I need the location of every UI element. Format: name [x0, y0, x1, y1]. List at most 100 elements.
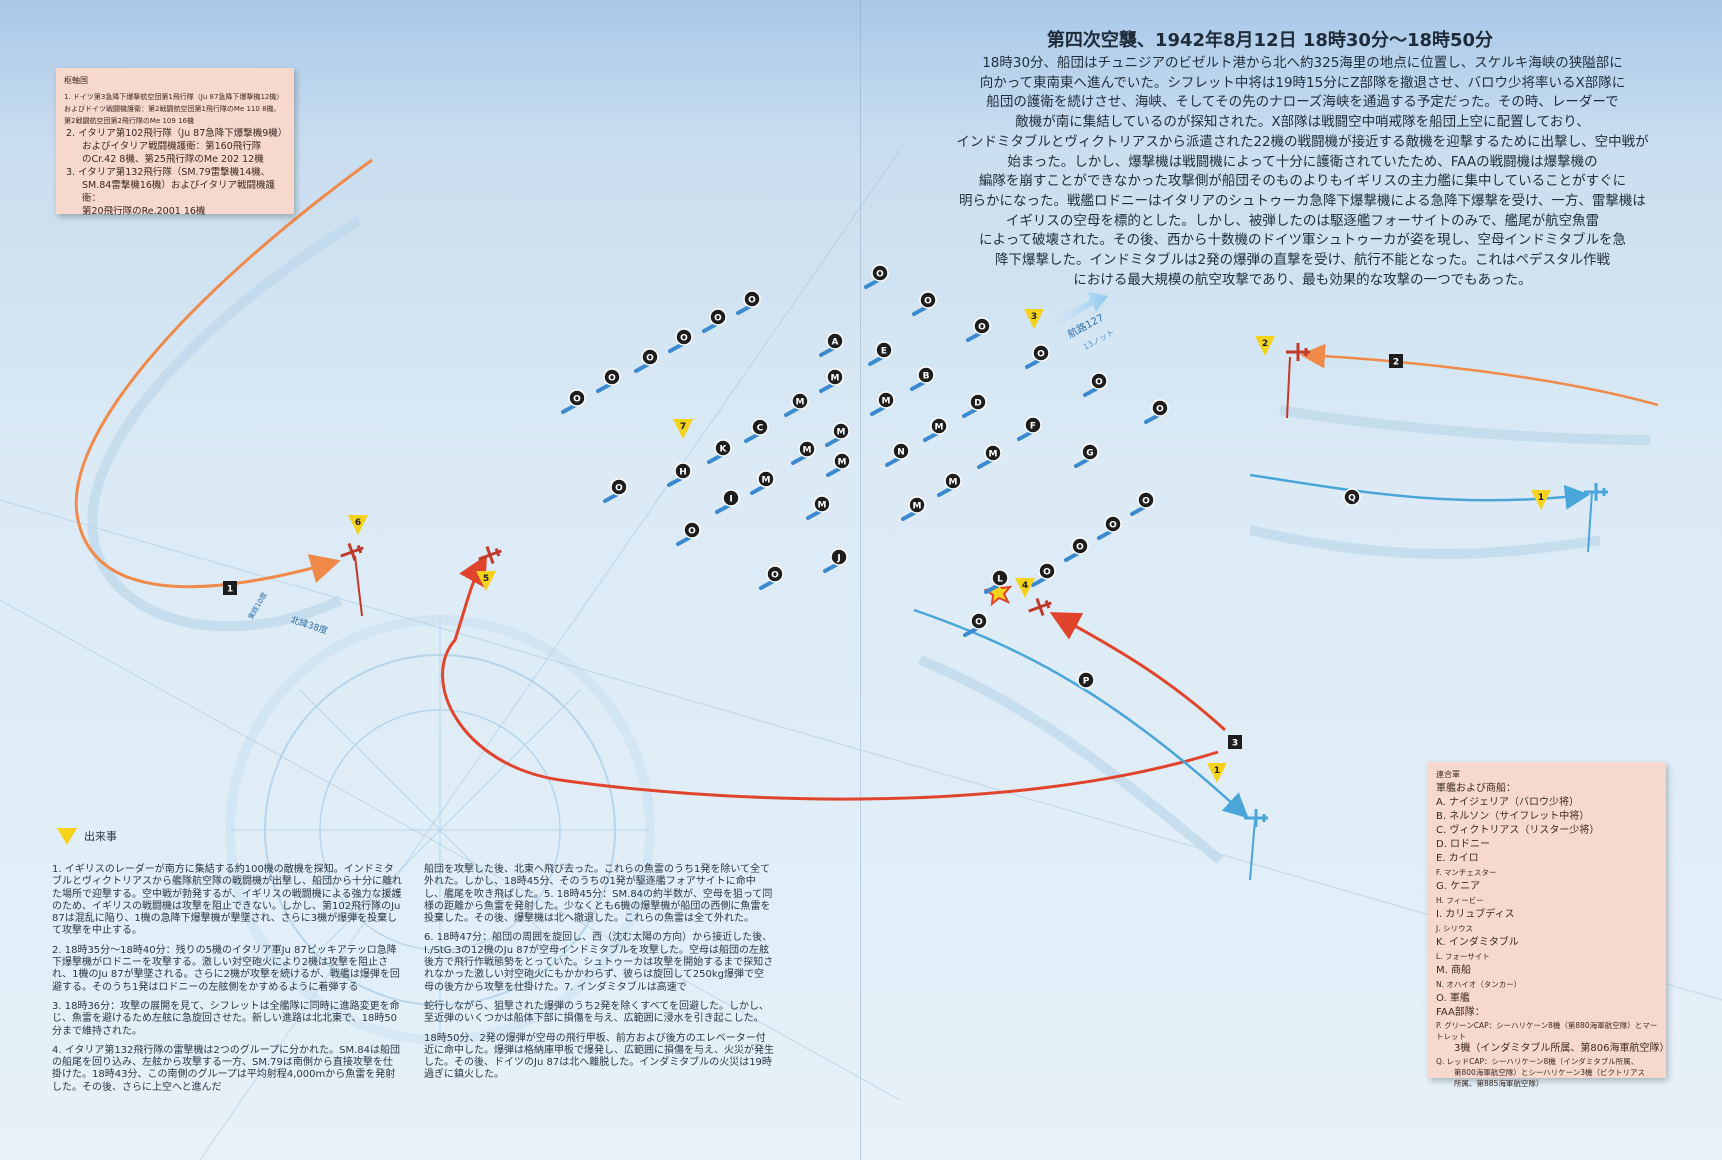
ship-o: O: [603, 478, 628, 503]
axis-legend-item-3c: 第20飛行隊のRe.2001 16機: [82, 206, 206, 217]
ship-a: A: [819, 332, 844, 357]
svg-text:2: 2: [1393, 358, 1399, 368]
axis-group-marker-2: 2: [1389, 354, 1403, 368]
ship-letter: O: [771, 571, 779, 581]
svg-text:7: 7: [680, 422, 686, 432]
ship-m: M: [819, 368, 844, 393]
ship-letter: O: [876, 270, 884, 280]
ship-f: F: [1017, 416, 1042, 441]
ship-letter: O: [615, 484, 623, 494]
ship-letter: M: [762, 476, 771, 486]
ship-k: K: [707, 439, 732, 464]
svg-text:1: 1: [227, 585, 233, 595]
ship-o: O: [1064, 537, 1089, 562]
ship-o: O: [1083, 372, 1108, 397]
ship-o: O: [668, 328, 693, 353]
ship-legend-f: F. マンチェスター: [1436, 868, 1497, 877]
ship-o: O: [864, 264, 889, 289]
faa-legend-p2: 3機（インダミタブル所属、第806海軍航空隊）: [1454, 1043, 1670, 1054]
ship-m: M: [977, 444, 1002, 469]
ship-legend-n: N. オハイオ（タンカー）: [1436, 980, 1522, 989]
ship-letter: O: [1095, 378, 1103, 388]
ship-letter: J: [836, 554, 840, 564]
altitude-sticks: [354, 356, 1593, 881]
ship-letter: M: [935, 423, 944, 433]
green-cap-track: [913, 608, 1249, 819]
ship-o: O: [912, 291, 937, 316]
svg-text:3: 3: [1232, 739, 1238, 749]
ship-o: O: [1130, 491, 1155, 516]
event-marker-7: 7: [673, 419, 693, 439]
ship-letter: O: [1156, 405, 1164, 415]
event-3-text: 3. 18時36分：攻撃の展開を見て、シフレットは全艦隊に同時に進路変更を命じ、…: [52, 1000, 400, 1037]
ship-letter: A: [832, 338, 839, 348]
ship-m: M: [784, 392, 809, 417]
ship-letter: O: [680, 334, 688, 344]
svg-text:6: 6: [355, 518, 361, 528]
allied-legend: 連合軍 軍艦および商船： A. ナイジェリア（バロウ少将） B. ネルソン（サイ…: [1428, 762, 1670, 1088]
ship-m: M: [826, 452, 851, 477]
aircraft-icon: [1286, 343, 1310, 361]
ship-letter: O: [714, 314, 722, 324]
ship-letter: L: [997, 575, 1003, 585]
ship-letter: O: [978, 323, 986, 333]
ship-legend-l: L. フォーサイト: [1436, 952, 1490, 961]
faa-legend-p1: P. グリーンCAP：シーハリケーン8機（第880海軍航空隊）とマートレット: [1436, 1021, 1658, 1041]
ship-d: D: [962, 393, 987, 418]
ship-letter: K: [720, 445, 728, 455]
ship-letter: F: [1030, 422, 1036, 432]
ship-letter: O: [646, 354, 654, 364]
axis-group-marker-3: 3: [1228, 735, 1242, 749]
ship-m: M: [806, 495, 831, 520]
events-column-1: 1. イギリスのレーダーが南方に集結する約100機の敵機を探知。インドミタブルと…: [52, 864, 402, 1101]
aircraft-icons: [340, 343, 1608, 827]
ship-letter: D: [974, 399, 981, 409]
event-4-cont-text: 船団を攻撃した後、北東へ飛び去った。これらの魚雷のうち1発を除いて全て外れた。し…: [424, 864, 773, 925]
aircraft-icon: [1584, 483, 1608, 501]
ship-j: J: [823, 548, 848, 573]
faa-header: FAA部隊：: [1436, 1007, 1485, 1018]
axis-group-marker-1: 1: [223, 581, 237, 595]
event-4-text: 4. イタリア第132飛行隊の雷撃機は2つのグループに分かれた。SM.84は船団…: [52, 1044, 401, 1093]
axis-legend-item-2c: のCr.42 8機、第25飛行隊のMe 202 12機: [82, 154, 264, 165]
ship-legend-c: C. ヴィクトリアス（リスター少将）: [1436, 825, 1600, 836]
ship-b: B: [910, 366, 935, 391]
ship-letter: O: [1037, 350, 1045, 360]
ship-letter: O: [748, 296, 756, 306]
red-cap-track: [1249, 473, 1590, 510]
event-marker-1: 1: [1531, 490, 1551, 510]
ship-legend-o: O. 軍艦: [1436, 993, 1470, 1004]
aircraft-icon: [1028, 598, 1052, 616]
ship-e: E: [868, 341, 893, 366]
event-7-cont-text: 18時50分、2発の爆弾が空母の飛行甲板、前方および後方のエレベーター付近に命中…: [424, 1032, 774, 1081]
ship-m: M: [791, 440, 816, 465]
ship-m: M: [870, 391, 895, 416]
faa-legend-q2: 第800海軍航空隊）とシーハリケーン3機（ビクトリアス: [1454, 1068, 1646, 1077]
ship-o: O: [963, 612, 988, 637]
ship-letter: M: [913, 502, 922, 512]
ship-letter: M: [989, 450, 998, 460]
events-header: 出来事: [56, 826, 117, 846]
faa-legend-q1: Q. レッドCAP：シーハリケーン8機（インダミタブル所属、: [1436, 1057, 1639, 1066]
ship-o: O: [966, 317, 991, 342]
ship-letter: H: [679, 468, 687, 478]
ship-letter: M: [838, 458, 847, 468]
event-triangle-icon: [57, 828, 77, 845]
ship-letter: O: [688, 527, 696, 537]
track-shadows: [87, 215, 1651, 864]
ship-letter: M: [803, 446, 812, 456]
ship-letter: O: [608, 374, 616, 384]
ship-legend-j: J. シリウス: [1436, 924, 1473, 933]
ship-m: M: [923, 417, 948, 442]
ship-letter: C: [757, 424, 764, 434]
event-2-text: 2. 18時35分〜18時40分：残りの5機のイタリア軍Ju 87ピッキアテッロ…: [52, 944, 400, 993]
ship-legend-h: H. フィービー: [1436, 896, 1484, 905]
event-marker-6: 6: [348, 515, 368, 535]
ship-legend-g: G. ケニア: [1436, 881, 1481, 892]
axis-group-2-track: [1300, 343, 1659, 407]
event-marker-1: 1: [1207, 763, 1227, 783]
svg-text:P: P: [1083, 677, 1090, 687]
